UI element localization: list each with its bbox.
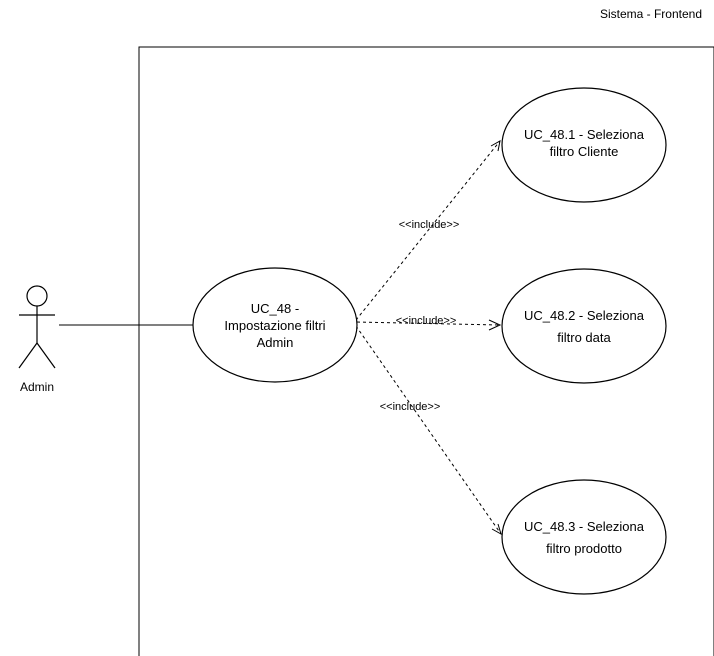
include-arrowhead-2 [488, 319, 502, 331]
include-line-1 [355, 140, 501, 321]
system-boundary [138, 46, 714, 656]
include-label-3: <<include>> [380, 401, 441, 413]
use-case-48-2[interactable]: UC_48.2 - Seleziona filtro data [501, 268, 667, 384]
actor-left-leg [18, 342, 38, 369]
include-label-2: <<include>> [396, 315, 457, 327]
use-case-48-3-line2: filtro prodotto [546, 541, 622, 556]
use-case-48-1-ellipse [501, 87, 667, 203]
use-case-48-3-ellipse [501, 479, 667, 595]
use-case-48-2-ellipse [501, 268, 667, 384]
use-case-48-3[interactable]: UC_48.3 - Seleziona filtro prodotto [501, 479, 667, 595]
include-relation-1: <<include>> [355, 140, 501, 321]
system-title: Sistema - Frontend [600, 7, 702, 21]
include-line-3 [355, 325, 502, 535]
include-arrowhead-3 [491, 523, 502, 536]
actor-head [26, 285, 48, 307]
use-case-main-ellipse [192, 267, 358, 383]
use-case-main-line1: UC_48 - [251, 301, 299, 316]
use-case-main[interactable]: UC_48 - Impostazione filtri Admin [192, 267, 358, 383]
actor-label: Admin [20, 380, 54, 394]
use-case-48-2-line2: filtro data [557, 330, 611, 345]
actor-right-leg [36, 342, 56, 369]
use-case-48-1[interactable]: UC_48.1 - Seleziona filtro Cliente [501, 87, 667, 203]
use-case-48-1-line1: UC_48.1 - Seleziona [524, 127, 645, 142]
include-relation-3: <<include>> [355, 325, 502, 536]
use-case-48-1-line2: filtro Cliente [550, 144, 619, 159]
include-label-1: <<include>> [399, 219, 460, 231]
use-case-48-3-line1: UC_48.3 - Seleziona [524, 519, 645, 534]
use-case-main-line3: Admin [257, 335, 294, 350]
include-arrowhead-1 [490, 140, 501, 152]
actor-admin[interactable]: Admin [18, 285, 56, 394]
include-relation-2: <<include>> [356, 315, 502, 331]
use-case-48-2-line1: UC_48.2 - Seleziona [524, 308, 645, 323]
use-case-main-line2: Impostazione filtri [224, 318, 325, 333]
